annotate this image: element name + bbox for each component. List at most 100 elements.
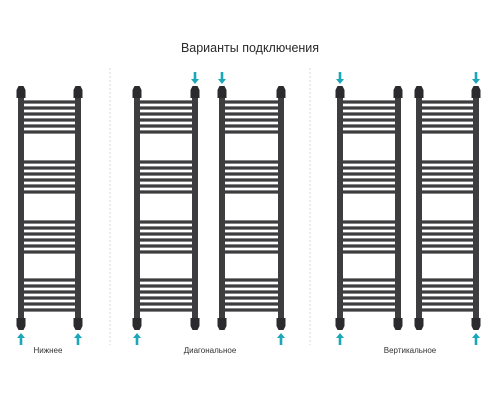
rung <box>21 238 78 242</box>
rung <box>419 250 476 254</box>
top-fitting <box>471 86 481 98</box>
rung <box>21 232 78 236</box>
rung <box>419 244 476 248</box>
rung <box>340 290 398 294</box>
rung <box>137 284 195 288</box>
caption-vertical: Вертикальное <box>383 346 437 355</box>
inlet-arrow-icon <box>218 72 226 84</box>
inlet-arrow-icon <box>74 333 82 345</box>
rung <box>222 172 281 176</box>
bottom-fitting <box>132 318 142 330</box>
inlet-arrow-icon <box>277 333 285 345</box>
rung <box>137 238 195 242</box>
rung <box>340 244 398 248</box>
rung <box>419 172 476 176</box>
rung <box>340 308 398 312</box>
side-rail <box>337 92 343 324</box>
side-rail <box>18 92 24 324</box>
rung <box>222 226 281 230</box>
rung <box>419 226 476 230</box>
rung <box>340 172 398 176</box>
side-rail <box>75 92 81 324</box>
rung <box>340 184 398 188</box>
rung <box>21 172 78 176</box>
rung <box>340 190 398 194</box>
rung <box>419 118 476 122</box>
rung <box>21 178 78 182</box>
rung <box>419 100 476 104</box>
inlet-arrow-icon <box>133 333 141 345</box>
rung <box>340 250 398 254</box>
rung <box>419 278 476 282</box>
top-fitting <box>335 86 345 98</box>
top-fitting <box>276 86 286 98</box>
rung <box>340 112 398 116</box>
top-fitting <box>393 86 403 98</box>
rung <box>340 106 398 110</box>
top-fitting <box>132 86 142 98</box>
rung <box>137 278 195 282</box>
rung <box>419 178 476 182</box>
rung <box>222 220 281 224</box>
side-rail <box>192 92 198 324</box>
rung <box>137 124 195 128</box>
rung <box>340 284 398 288</box>
rung <box>21 100 78 104</box>
rung <box>419 296 476 300</box>
rung <box>419 220 476 224</box>
rung <box>419 238 476 242</box>
rung <box>340 296 398 300</box>
rung <box>222 190 281 194</box>
rung <box>137 172 195 176</box>
side-rail <box>395 92 401 324</box>
rung <box>419 130 476 134</box>
rung <box>137 296 195 300</box>
rung <box>222 118 281 122</box>
top-fitting <box>16 86 26 98</box>
rung <box>21 220 78 224</box>
rung <box>419 166 476 170</box>
rung <box>21 112 78 116</box>
rung <box>21 166 78 170</box>
rung <box>21 226 78 230</box>
side-rail <box>278 92 284 324</box>
bottom-fitting <box>217 318 227 330</box>
rung <box>340 220 398 224</box>
rung <box>21 308 78 312</box>
rung <box>137 106 195 110</box>
rung <box>340 178 398 182</box>
towel-rail-icon <box>335 86 403 330</box>
arrow-bottom-left-first <box>133 333 141 345</box>
rung <box>21 278 78 282</box>
rung <box>419 284 476 288</box>
rung <box>137 232 195 236</box>
rung <box>222 232 281 236</box>
rung <box>340 238 398 242</box>
rung <box>419 232 476 236</box>
arrow-bottom-left-first <box>336 333 344 345</box>
rung <box>222 238 281 242</box>
top-fitting <box>217 86 227 98</box>
top-fitting <box>73 86 83 98</box>
caption-bottom: Нижнее <box>33 346 63 355</box>
bottom-fitting <box>16 318 26 330</box>
arrow-bottom-right-second <box>472 333 480 345</box>
rung <box>340 130 398 134</box>
rung <box>419 302 476 306</box>
rung <box>222 166 281 170</box>
rung <box>137 250 195 254</box>
rung <box>340 166 398 170</box>
bottom-fitting <box>276 318 286 330</box>
arrow-top-right-second <box>472 72 480 84</box>
rung <box>137 112 195 116</box>
rung <box>222 100 281 104</box>
rung <box>222 278 281 282</box>
inlet-arrow-icon <box>336 333 344 345</box>
rung <box>222 124 281 128</box>
caption-diagonal: Диагональное <box>183 346 237 355</box>
rung <box>137 226 195 230</box>
rung <box>340 278 398 282</box>
towel-rail-icon <box>217 86 286 330</box>
rung <box>222 160 281 164</box>
rung <box>419 190 476 194</box>
